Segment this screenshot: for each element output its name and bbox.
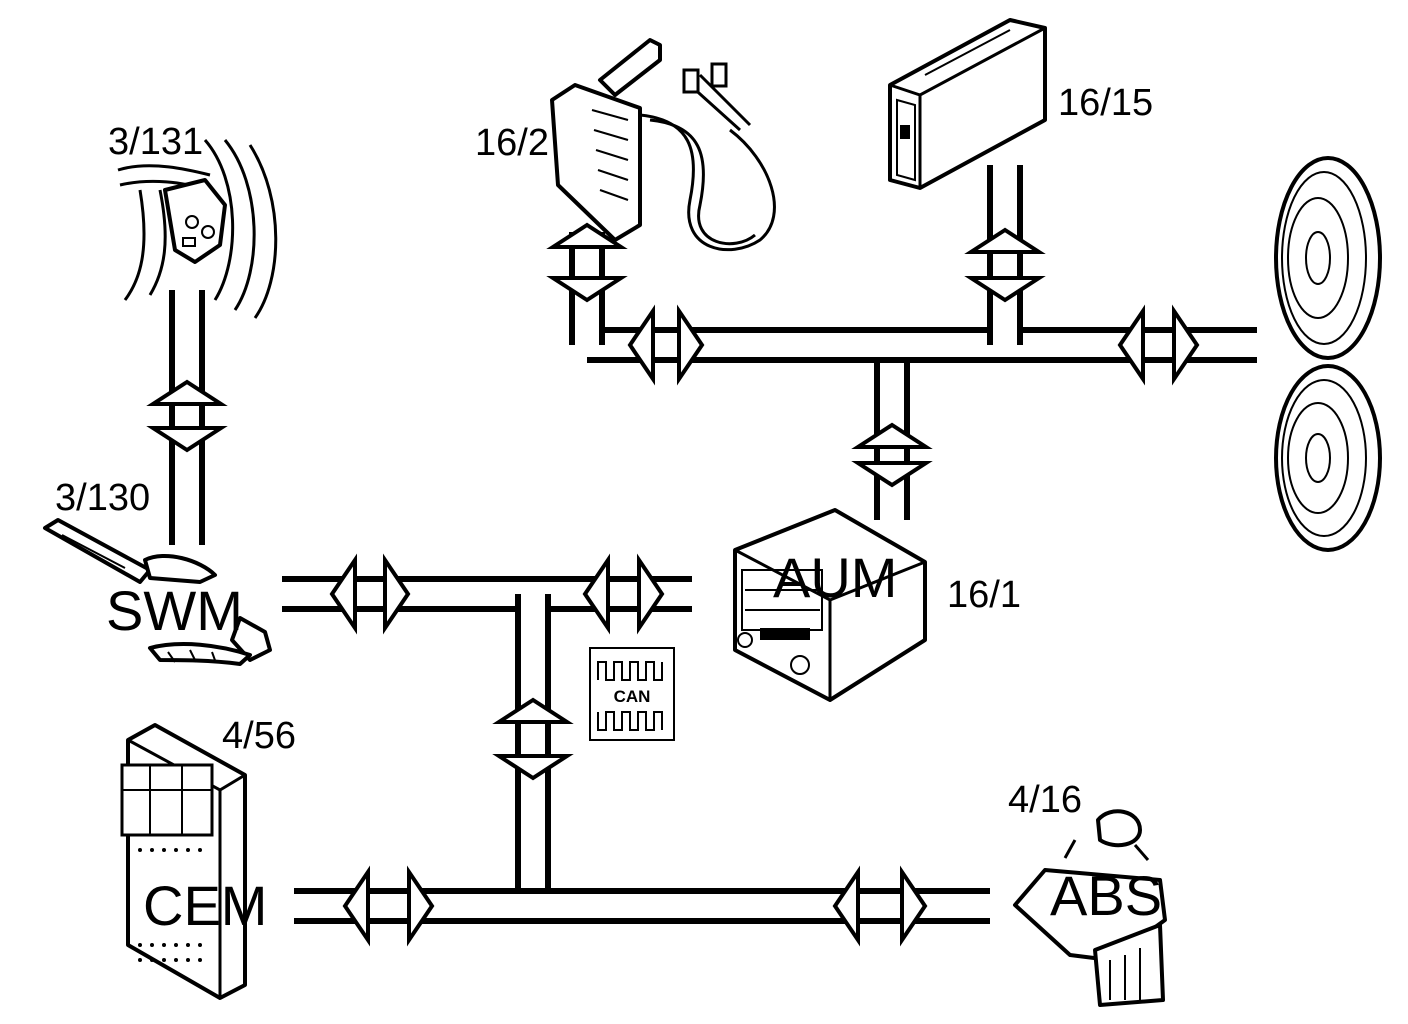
speaker-icon bbox=[1274, 364, 1382, 552]
can-label: CAN bbox=[614, 687, 651, 706]
abs-module-icon bbox=[1013, 809, 1167, 1007]
abs-label: ABS bbox=[1050, 864, 1162, 927]
speaker-icon bbox=[1274, 156, 1382, 360]
ref-16-2: 16/2 bbox=[475, 122, 549, 164]
central-electronic-module-icon bbox=[120, 723, 247, 1000]
ref-16-15: 16/15 bbox=[1058, 82, 1153, 124]
cd-changer-icon bbox=[888, 18, 1047, 190]
can-bus-lines bbox=[169, 165, 1257, 924]
cem-label: CEM bbox=[143, 874, 267, 937]
ref-4-16: 4/16 bbox=[1008, 779, 1082, 821]
steering-wheel-module-icon bbox=[43, 518, 272, 666]
ref-16-1: 16/1 bbox=[947, 574, 1021, 616]
bus-arrows bbox=[146, 222, 1200, 947]
antenna-amplifier-icon bbox=[550, 38, 776, 252]
ref-4-56: 4/56 bbox=[222, 715, 296, 757]
swm-label: SWM bbox=[106, 579, 243, 642]
steering-wheel-buttons-icon bbox=[117, 139, 278, 319]
ref-3-131: 3/131 bbox=[108, 121, 203, 163]
audio-module-icon bbox=[733, 508, 927, 702]
can-bus-symbol: CAN bbox=[589, 647, 675, 741]
ref-3-130: 3/130 bbox=[55, 477, 150, 519]
aum-label: AUM bbox=[773, 546, 897, 609]
